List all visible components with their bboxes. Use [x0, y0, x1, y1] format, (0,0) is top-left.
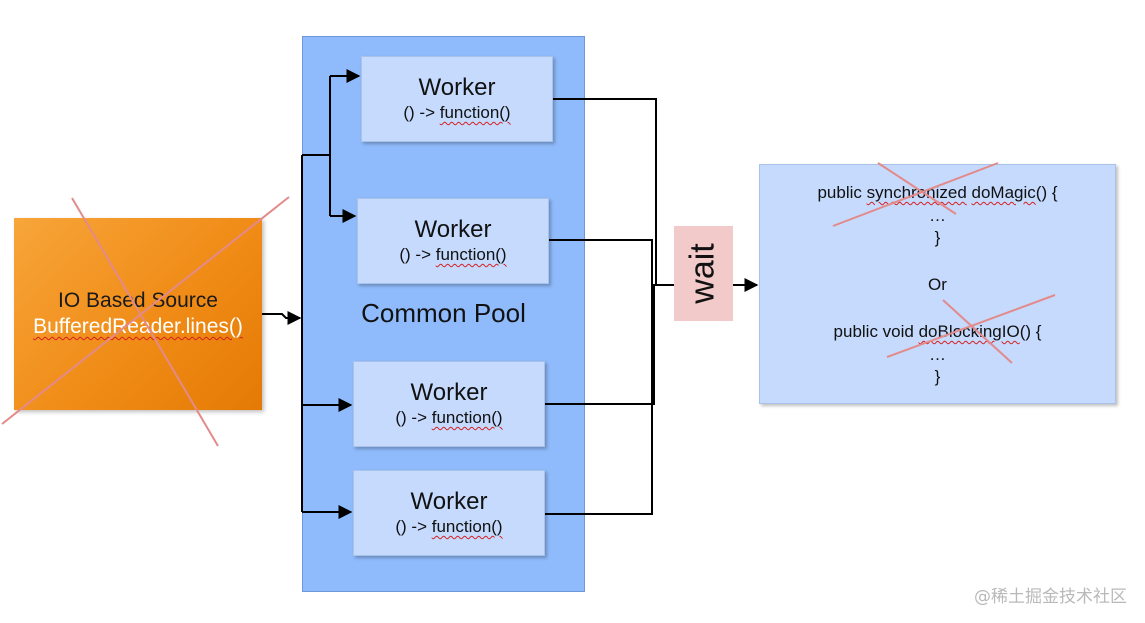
- worker-title: Worker: [410, 379, 488, 406]
- watermark: @稀土掘金技术社区: [974, 587, 1127, 607]
- worker-code: () -> function(): [399, 245, 507, 264]
- worker-4-output: [545, 285, 653, 515]
- blocking-code-box: public synchronized doMagic() { … } Or p…: [759, 164, 1116, 404]
- worker-box-4: Worker () -> function(): [353, 470, 545, 556]
- worker-code: () -> function(): [395, 408, 503, 427]
- source-to-pool-connector: [262, 311, 302, 325]
- worker-1-output: [553, 98, 657, 285]
- worker-box-3: Worker () -> function(): [353, 361, 545, 447]
- worker-code: () -> function(): [403, 103, 511, 122]
- common-pool-label: Common Pool: [361, 298, 526, 328]
- code-line-or: Or: [928, 275, 947, 294]
- io-source-subtitle: BufferedReader.lines(): [33, 315, 243, 338]
- synchronized-cross-mark: [832, 162, 999, 227]
- code-line-ellipsis-2: …: [929, 345, 946, 364]
- worker-box-2: Worker () -> function(): [357, 198, 549, 284]
- code-line-ellipsis-1: …: [929, 206, 946, 225]
- code-line-synchronized: public synchronized doMagic() {: [817, 183, 1058, 202]
- worker-2-output: [549, 239, 653, 285]
- worker-title: Worker: [414, 216, 492, 243]
- code-line-close-1: }: [934, 228, 941, 247]
- io-source-title: IO Based Source: [58, 289, 218, 312]
- worker-3-output: [545, 285, 655, 405]
- worker-title: Worker: [410, 488, 488, 515]
- code-line-close-2: }: [934, 367, 941, 386]
- source-cross-mark: [1, 196, 290, 447]
- worker-box-1: Worker () -> function(): [361, 56, 553, 142]
- wait-box: wait: [674, 226, 733, 321]
- worker-code: () -> function(): [395, 517, 503, 536]
- blocking-io-cross-mark: [886, 294, 1056, 364]
- worker-title: Worker: [418, 74, 496, 101]
